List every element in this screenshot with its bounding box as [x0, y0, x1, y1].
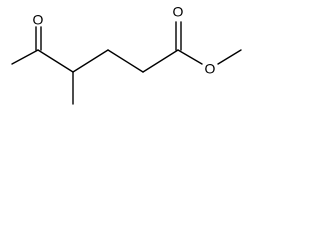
- ketone-oxygen-label: O: [33, 12, 44, 28]
- ester-carbonyl-oxygen-label: O: [173, 4, 184, 20]
- bond-ether-oxygen-to-methyl: [217, 49, 242, 65]
- bond-c2-to-ester-carbon: [142, 49, 179, 73]
- bond-ester-carbon-to-ether-oxygen: [177, 49, 203, 65]
- ester-ether-oxygen-label: O: [205, 61, 216, 77]
- bond-c4-to-c3: [72, 49, 109, 73]
- bond-methyl-to-ketone-carbon: [11, 49, 39, 65]
- bond-c3-to-c2: [107, 49, 144, 73]
- bond-ketone-carbon-to-c4: [37, 49, 74, 73]
- chemical-structure-diagram: O O O: [11, 4, 242, 105]
